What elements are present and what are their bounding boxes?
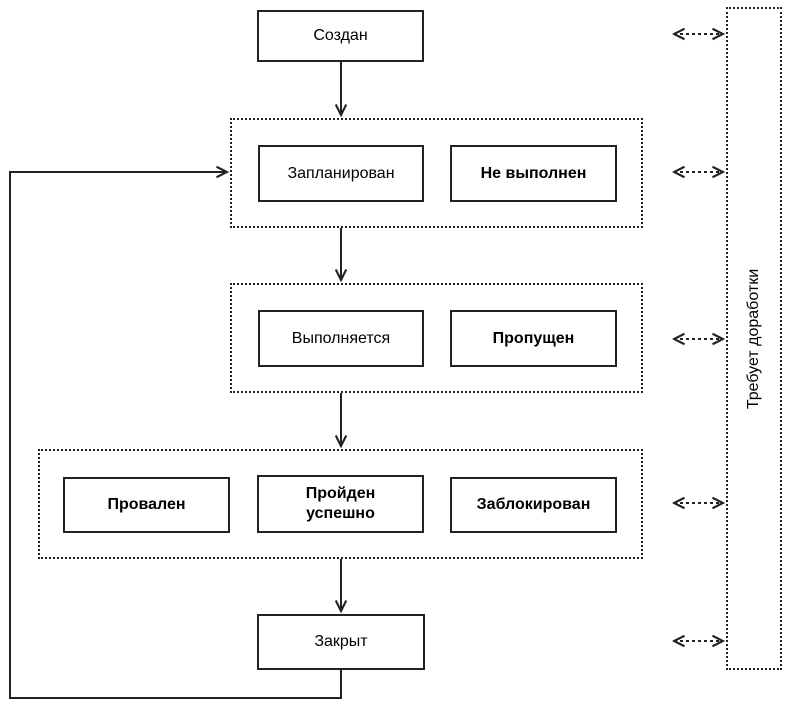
group-executing-states xyxy=(230,283,643,393)
state-rework-label: Требует доработки xyxy=(745,268,762,409)
state-created: Создан xyxy=(257,10,424,62)
state-passed: Пройден успешно xyxy=(257,475,424,533)
arrow-closed-loop-to-planned xyxy=(9,172,342,699)
state-executing: Выполняется xyxy=(258,310,424,367)
state-blocked: Заблокирован xyxy=(450,477,617,533)
state-failed: Провален xyxy=(63,477,230,533)
group-planned-states xyxy=(230,118,643,228)
state-planned: Запланирован xyxy=(258,145,424,202)
state-passed-label: Пройден успешно xyxy=(305,485,376,522)
state-skipped: Пропущен xyxy=(450,310,617,367)
state-rework: Требует доработки xyxy=(726,7,782,670)
state-closed: Закрыт xyxy=(257,614,425,670)
state-not-executed: Не выполнен xyxy=(450,145,617,202)
group-result-states xyxy=(38,449,643,559)
